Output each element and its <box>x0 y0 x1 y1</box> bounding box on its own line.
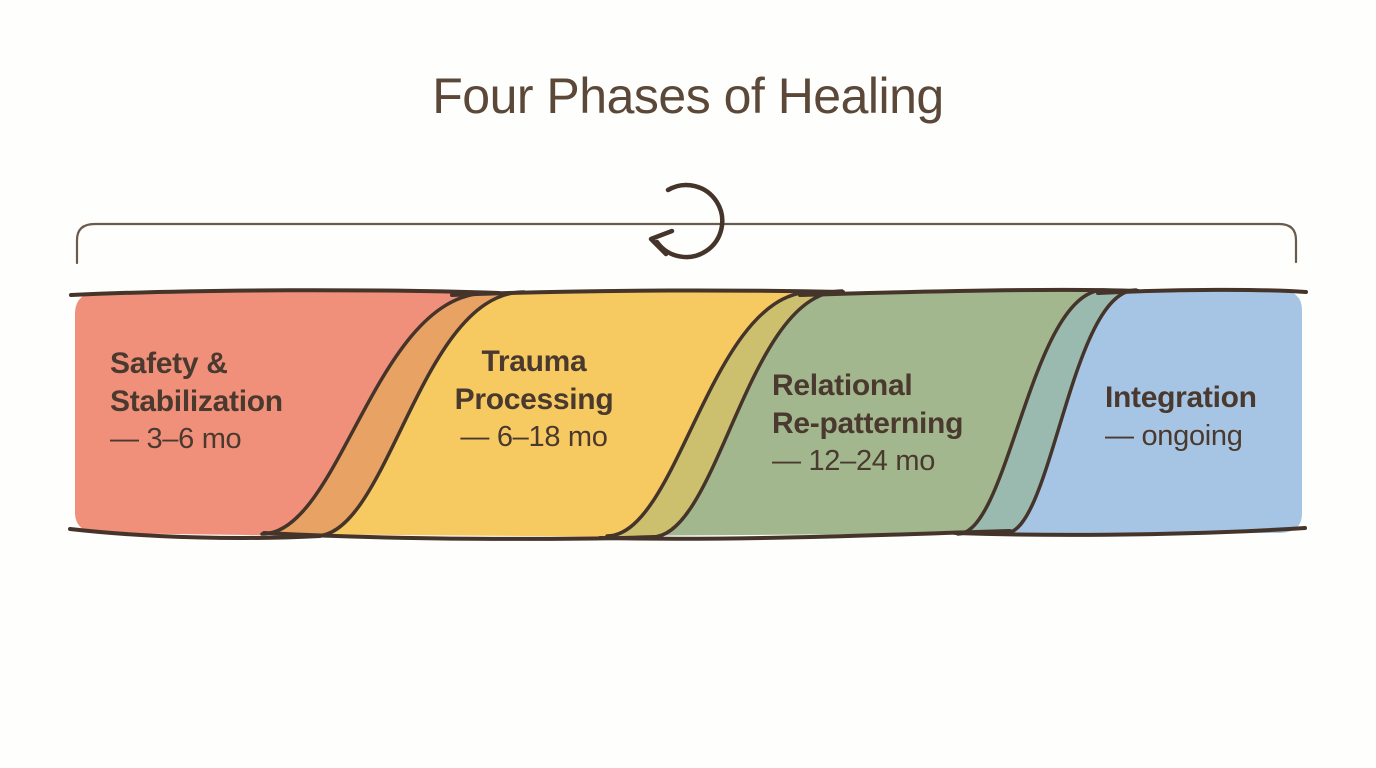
phase-label-trauma-processing: Trauma Processing — 6–18 mo <box>455 345 614 453</box>
phase-4-title-line-1: Integration <box>1105 381 1257 414</box>
phase-2-title-line-2: Processing <box>455 383 614 416</box>
phase-3-title-line-1: Relational <box>772 369 912 402</box>
curve-l3 <box>956 288 1106 536</box>
curve-r3 <box>1004 288 1138 535</box>
top-edge-strokes <box>69 287 1308 297</box>
top-edge-4 <box>1096 287 1308 295</box>
top-edge-3 <box>798 287 1140 297</box>
cycle-bracket <box>75 222 1298 265</box>
phase-3-duration: — 12–24 mo <box>772 445 935 477</box>
phase-2-title-line-1: Trauma <box>482 345 588 378</box>
phase-4-duration: — ongoing <box>1105 420 1243 452</box>
phase-1-title-line-2: Stabilization <box>110 385 283 418</box>
phase-labels: Safety & Stabilization — 3–6 mo Trauma P… <box>110 345 1257 477</box>
top-edge-2 <box>450 288 845 297</box>
phase-label-safety-stabilization: Safety & Stabilization — 3–6 mo <box>110 347 283 455</box>
bottom-edge-4 <box>953 526 1307 537</box>
curve-r1 <box>314 290 526 538</box>
curve-r2 <box>650 289 844 539</box>
overlap-band-2 <box>607 291 842 537</box>
phase-3-title-line-2: Re-patterning <box>772 407 963 440</box>
top-edge-1 <box>69 288 501 297</box>
cycle-arrow-icon <box>648 182 725 260</box>
bottom-edge-strokes <box>68 526 1307 541</box>
page-title: Four Phases of Healing <box>432 68 944 124</box>
phase-1-title-line-1: Safety & <box>110 347 228 380</box>
ink-outlines <box>68 287 1308 541</box>
cycle-arrow-head <box>648 228 675 257</box>
bottom-edge-1 <box>68 527 322 540</box>
curve-l2 <box>605 290 814 538</box>
phase-label-relational-repatterning: Relational Re-patterning — 12–24 mo <box>772 369 963 477</box>
overlap-band-1 <box>262 292 524 536</box>
phase-2-duration: — 6–18 mo <box>460 421 607 453</box>
phase-1-duration: — 3–6 mo <box>110 423 241 455</box>
curve-l1 <box>260 291 490 536</box>
transition-curves <box>260 288 1138 539</box>
cycle-arrow-arc <box>654 182 725 260</box>
phase-label-integration: Integration — ongoing <box>1105 381 1257 452</box>
